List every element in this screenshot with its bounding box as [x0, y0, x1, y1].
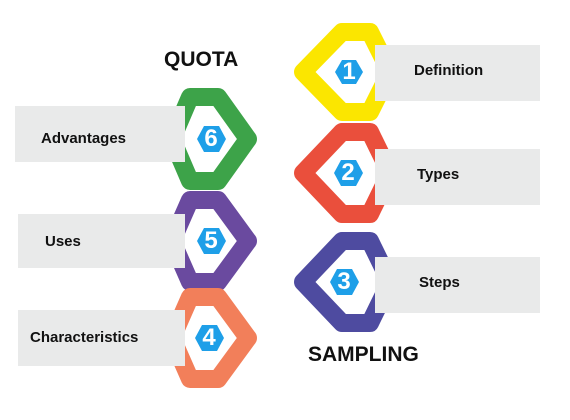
item-5-label: Uses [45, 233, 81, 250]
item-2-group [294, 123, 540, 223]
item-3-hexagon [330, 269, 359, 295]
item-6-label: Advantages [41, 130, 127, 147]
item-1-group [294, 23, 540, 121]
item-1-hexagon [335, 60, 363, 84]
item-2-number: 2 [341, 159, 355, 186]
item-3-number: 3 [337, 268, 351, 295]
item-6-hexagon [197, 126, 226, 152]
item-4-group [18, 288, 257, 388]
item-1-number: 1 [342, 58, 356, 85]
item-2-ring [294, 123, 399, 223]
item-4-label: Characteristics [30, 329, 139, 346]
item-3-ring [294, 232, 399, 332]
item-5-hexagon [197, 228, 226, 254]
item-2-hexagon [334, 160, 363, 186]
item-1-label: Definition [414, 62, 484, 79]
item-6-group [15, 88, 257, 190]
title-sampling: SAMPLING [308, 343, 419, 366]
item-3-group [294, 232, 540, 332]
item-2-banner [375, 149, 540, 205]
item-5-group [18, 191, 257, 291]
item-4-banner [18, 310, 185, 366]
item-3-label: Steps [419, 274, 460, 291]
item-1-ring [294, 23, 399, 121]
item-4-number: 4 [202, 324, 216, 351]
item-5-banner [18, 214, 185, 268]
item-2-label: Types [417, 166, 460, 183]
item-1-banner [375, 45, 540, 101]
item-6-number: 6 [204, 125, 218, 152]
item-6-banner [15, 106, 185, 162]
item-4-hexagon [195, 325, 224, 351]
item-5-number: 5 [204, 227, 218, 254]
item-3-banner [375, 257, 540, 313]
title-quota: QUOTA [164, 48, 239, 71]
